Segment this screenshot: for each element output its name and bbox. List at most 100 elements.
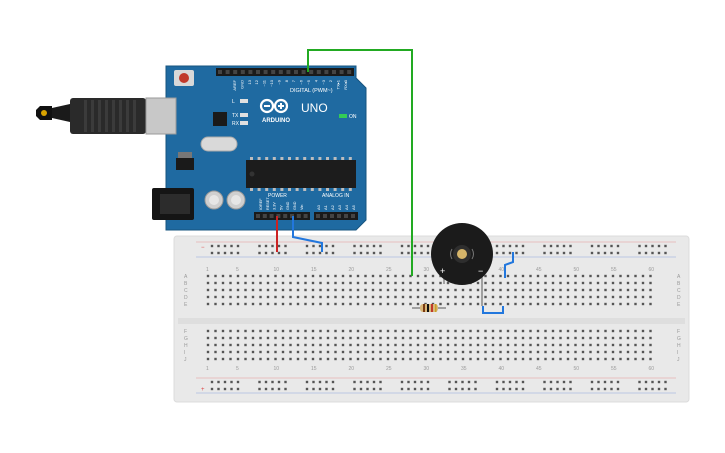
breadboard-hole[interactable] [364,350,367,354]
breadboard-hole[interactable] [596,302,600,306]
breadboard-hole[interactable] [394,295,397,299]
breadboard-hole[interactable] [431,281,435,285]
breadboard-hole[interactable] [349,274,352,278]
rail-hole[interactable] [521,387,525,391]
breadboard-hole[interactable] [649,329,652,333]
breadboard-hole[interactable] [401,295,405,299]
breadboard-hole[interactable] [349,295,352,299]
power-pin-hole[interactable] [269,214,274,218]
rail-hole[interactable] [372,387,376,391]
breadboard-hole[interactable] [229,295,232,299]
rail-hole[interactable] [353,380,356,384]
breadboard-hole[interactable] [529,343,532,347]
breadboard-hole[interactable] [461,329,465,333]
breadboard-hole[interactable] [289,302,292,306]
breadboard-hole[interactable] [521,274,525,278]
breadboard-hole[interactable] [356,274,360,278]
breadboard-hole[interactable] [536,329,540,333]
breadboard-hole[interactable] [311,336,315,340]
rail-hole[interactable] [461,387,464,391]
rail-hole[interactable] [664,387,667,391]
breadboard-hole[interactable] [401,288,405,292]
breadboard-hole[interactable] [484,281,487,285]
breadboard-hole[interactable] [506,281,510,285]
rail-hole[interactable] [210,251,214,255]
breadboard-hole[interactable] [491,302,495,306]
breadboard-hole[interactable] [529,274,532,278]
rail-hole[interactable] [657,387,661,391]
breadboard-hole[interactable] [206,295,210,299]
breadboard-hole[interactable] [311,274,315,278]
breadboard-hole[interactable] [409,343,412,347]
breadboard-hole[interactable] [454,302,457,306]
breadboard-hole[interactable] [259,295,262,299]
breadboard-hole[interactable] [416,295,420,299]
breadboard-hole[interactable] [311,350,315,354]
breadboard-hole[interactable] [536,288,540,292]
rail-hole[interactable] [400,380,404,384]
breadboard-hole[interactable] [206,329,210,333]
breadboard-hole[interactable] [544,343,547,347]
breadboard-hole[interactable] [431,329,435,333]
breadboard-hole[interactable] [641,288,645,292]
breadboard-hole[interactable] [491,281,495,285]
breadboard-hole[interactable] [409,336,412,340]
breadboard-hole[interactable] [536,274,540,278]
breadboard-hole[interactable] [206,343,210,347]
breadboard-hole[interactable] [619,274,622,278]
breadboard-hole[interactable] [574,357,577,361]
rail-hole[interactable] [420,380,423,384]
rail-hole[interactable] [467,387,471,391]
breadboard-hole[interactable] [491,357,495,361]
breadboard-hole[interactable] [566,357,570,361]
breadboard-hole[interactable] [619,302,622,306]
breadboard-hole[interactable] [341,295,345,299]
breadboard-hole[interactable] [439,302,442,306]
breadboard-hole[interactable] [604,295,607,299]
breadboard-hole[interactable] [259,350,262,354]
breadboard-hole[interactable] [334,350,337,354]
breadboard-hole[interactable] [259,336,262,340]
rail-hole[interactable] [556,244,559,248]
rail-hole[interactable] [407,387,410,391]
rail-hole[interactable] [312,380,315,384]
breadboard-hole[interactable] [469,288,472,292]
breadboard-hole[interactable] [274,336,277,340]
breadboard-hole[interactable] [296,302,300,306]
analog-pin-hole[interactable] [351,214,355,218]
breadboard-hole[interactable] [566,274,570,278]
breadboard-hole[interactable] [566,350,570,354]
breadboard-hole[interactable] [409,281,412,285]
breadboard-hole[interactable] [266,343,270,347]
breadboard-hole[interactable] [581,281,585,285]
breadboard-hole[interactable] [334,329,337,333]
breadboard-hole[interactable] [446,295,450,299]
breadboard-hole[interactable] [409,302,412,306]
breadboard-hole[interactable] [281,281,285,285]
breadboard-hole[interactable] [544,350,547,354]
rail-hole[interactable] [284,251,287,255]
breadboard-hole[interactable] [446,302,450,306]
breadboard-hole[interactable] [401,350,405,354]
breadboard-hole[interactable] [274,281,277,285]
breadboard-hole[interactable] [259,343,262,347]
power-pin-hole[interactable] [303,214,308,218]
breadboard-hole[interactable] [559,343,562,347]
power-pin-header[interactable] [254,212,310,220]
rail-hole[interactable] [236,244,240,248]
breadboard-hole[interactable] [236,281,240,285]
breadboard-hole[interactable] [619,288,622,292]
digital-pin-hole[interactable] [286,70,291,74]
breadboard-hole[interactable] [619,295,622,299]
breadboard-hole[interactable] [349,357,352,361]
rail-hole[interactable] [543,380,546,384]
breadboard-hole[interactable] [476,336,480,340]
rail-hole[interactable] [400,244,404,248]
breadboard-hole[interactable] [544,295,547,299]
breadboard-hole[interactable] [416,274,420,278]
breadboard-hole[interactable] [386,357,390,361]
breadboard-hole[interactable] [319,329,322,333]
breadboard-hole[interactable] [379,302,382,306]
rail-hole[interactable] [353,387,356,391]
breadboard-hole[interactable] [349,336,352,340]
